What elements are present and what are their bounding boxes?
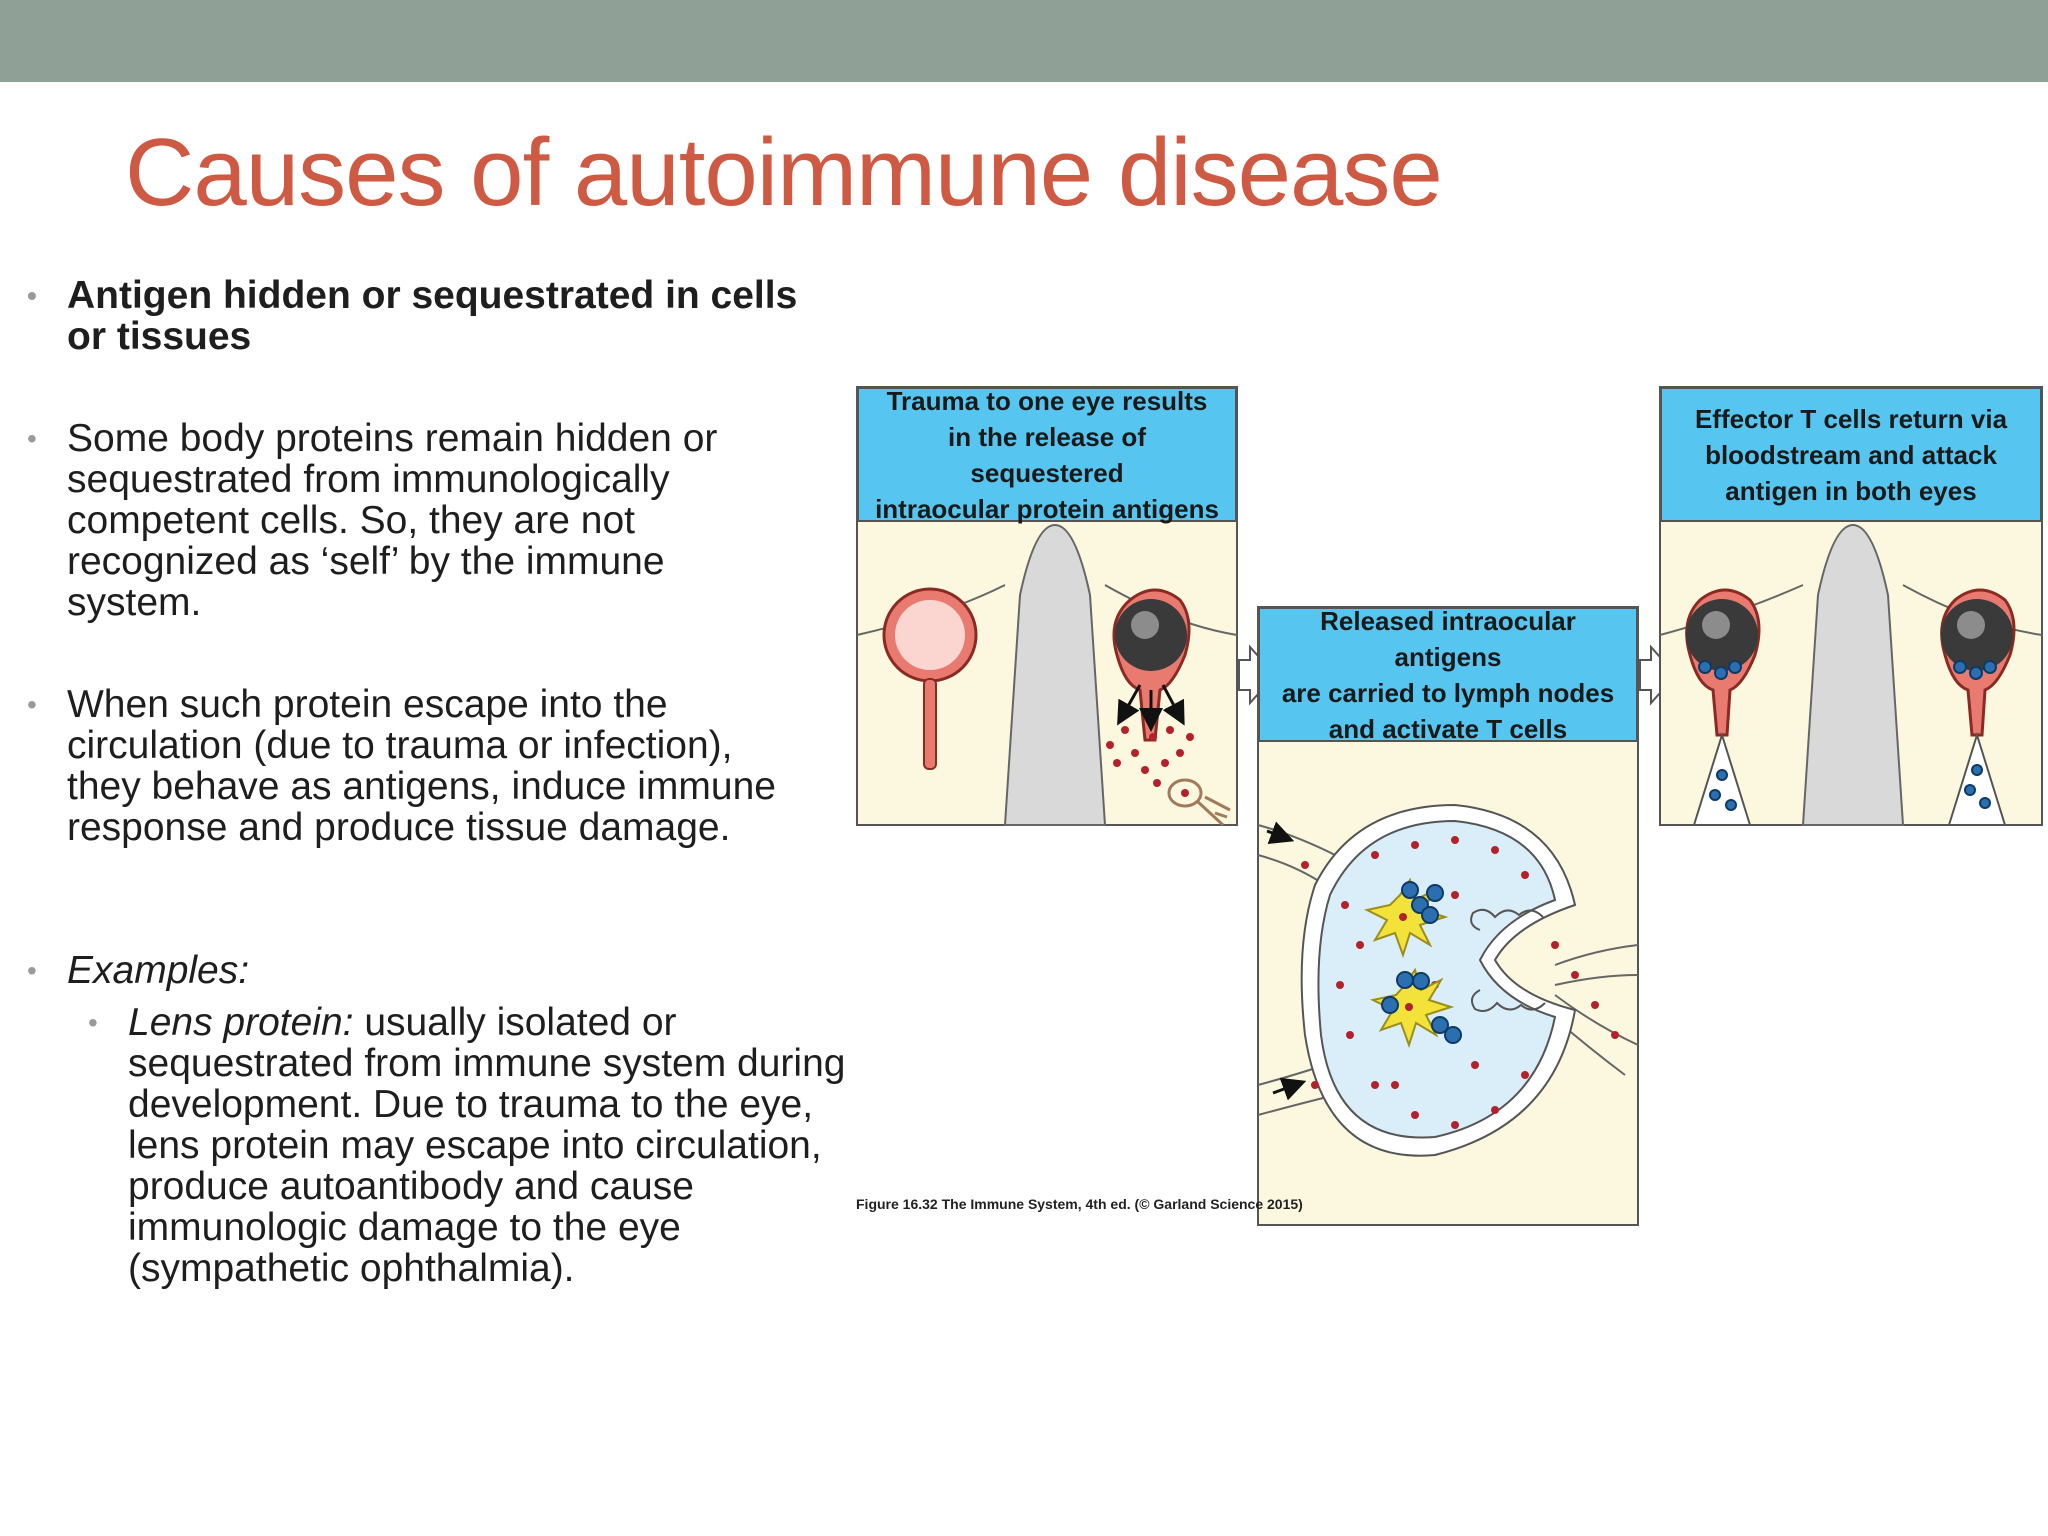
sub-bullet-lens-protein: • Lens protein: usually isolated or sequ…: [88, 1001, 848, 1290]
bullet-dot: •: [27, 423, 37, 454]
injured-eye-icon: [1112, 588, 1191, 742]
panel-1-header: Trauma to one eye results in the release…: [857, 386, 1237, 524]
top-banner: [0, 0, 2048, 82]
bullet-text: Some body proteins remain hidden or sequ…: [67, 417, 718, 624]
released-antigens: [1106, 726, 1194, 787]
bullet-text: Examples:: [67, 949, 250, 992]
bullet-text: When such protein escape into the circul…: [67, 683, 776, 849]
bullet-dot: •: [88, 1007, 98, 1038]
bullet-emphasis: Lens protein:: [128, 1001, 354, 1044]
panel-2-header: Released intraocular antigens are carrie…: [1258, 606, 1638, 744]
healthy-eye-icon: [882, 587, 978, 770]
attacked-eye-left-icon: [1685, 588, 1761, 826]
slide-title: Causes of autoimmune disease: [125, 119, 1443, 226]
bullet-text: Antigen hidden or sequestrated in cells …: [67, 274, 798, 358]
bullet-dot: •: [27, 955, 37, 986]
bullet-examples: • Examples:: [27, 949, 807, 992]
bullet-dot: •: [27, 689, 37, 720]
bullet-text: usually isolated or sequestrated from im…: [128, 1001, 846, 1290]
lymph-node-antigens: [1301, 836, 1619, 1129]
panel-3-header: Effector T cells return via bloodstream …: [1660, 387, 2042, 522]
t-cell-cluster: [1381, 971, 1462, 1044]
sympathetic-ophthalmia-figure: Trauma to one eye results in the release…: [855, 385, 2045, 1230]
bullet-dot: •: [27, 280, 37, 311]
lymphatic-vessel-icon: [1167, 778, 1231, 827]
bullet-hidden-proteins: • Some body proteins remain hidden or se…: [27, 417, 807, 624]
figure-caption: Figure 16.32 The Immune System, 4th ed. …: [856, 1196, 1303, 1212]
attacked-eye-right-icon: [1940, 588, 2016, 826]
bullet-heading: • Antigen hidden or sequestrated in cell…: [27, 274, 807, 358]
t-cell-cluster: [1401, 881, 1444, 924]
bullet-escape-circulation: • When such protein escape into the circ…: [27, 683, 807, 849]
